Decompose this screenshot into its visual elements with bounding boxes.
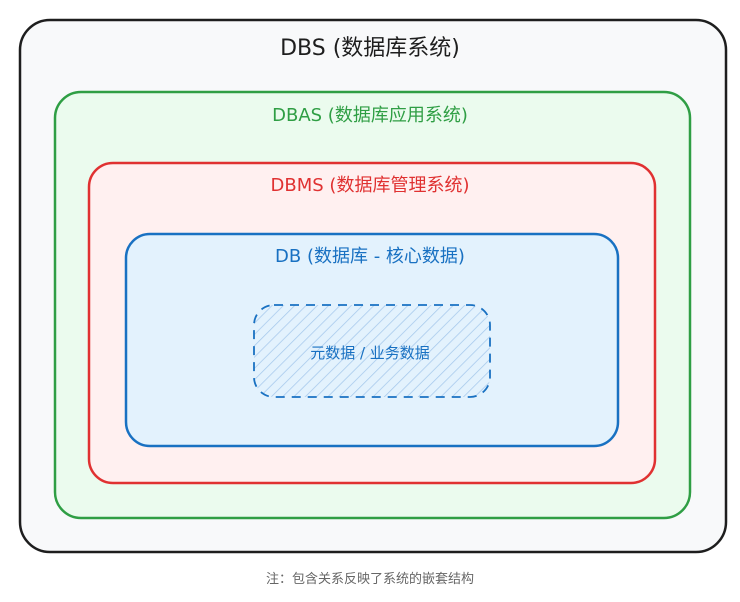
dbas-label: DBAS (数据库应用系统) (272, 105, 468, 126)
inner-data-box (253, 304, 491, 398)
db-label: DB (数据库 - 核心数据) (275, 246, 465, 267)
inner-data-label: 元数据 / 业务数据 (310, 344, 430, 362)
dbs-label: DBS (数据库系统) (280, 36, 460, 61)
caption-note: 注：包含关系反映了系统的嵌套结构 (265, 572, 474, 587)
dbms-label: DBMS (数据库管理系统) (270, 175, 470, 196)
